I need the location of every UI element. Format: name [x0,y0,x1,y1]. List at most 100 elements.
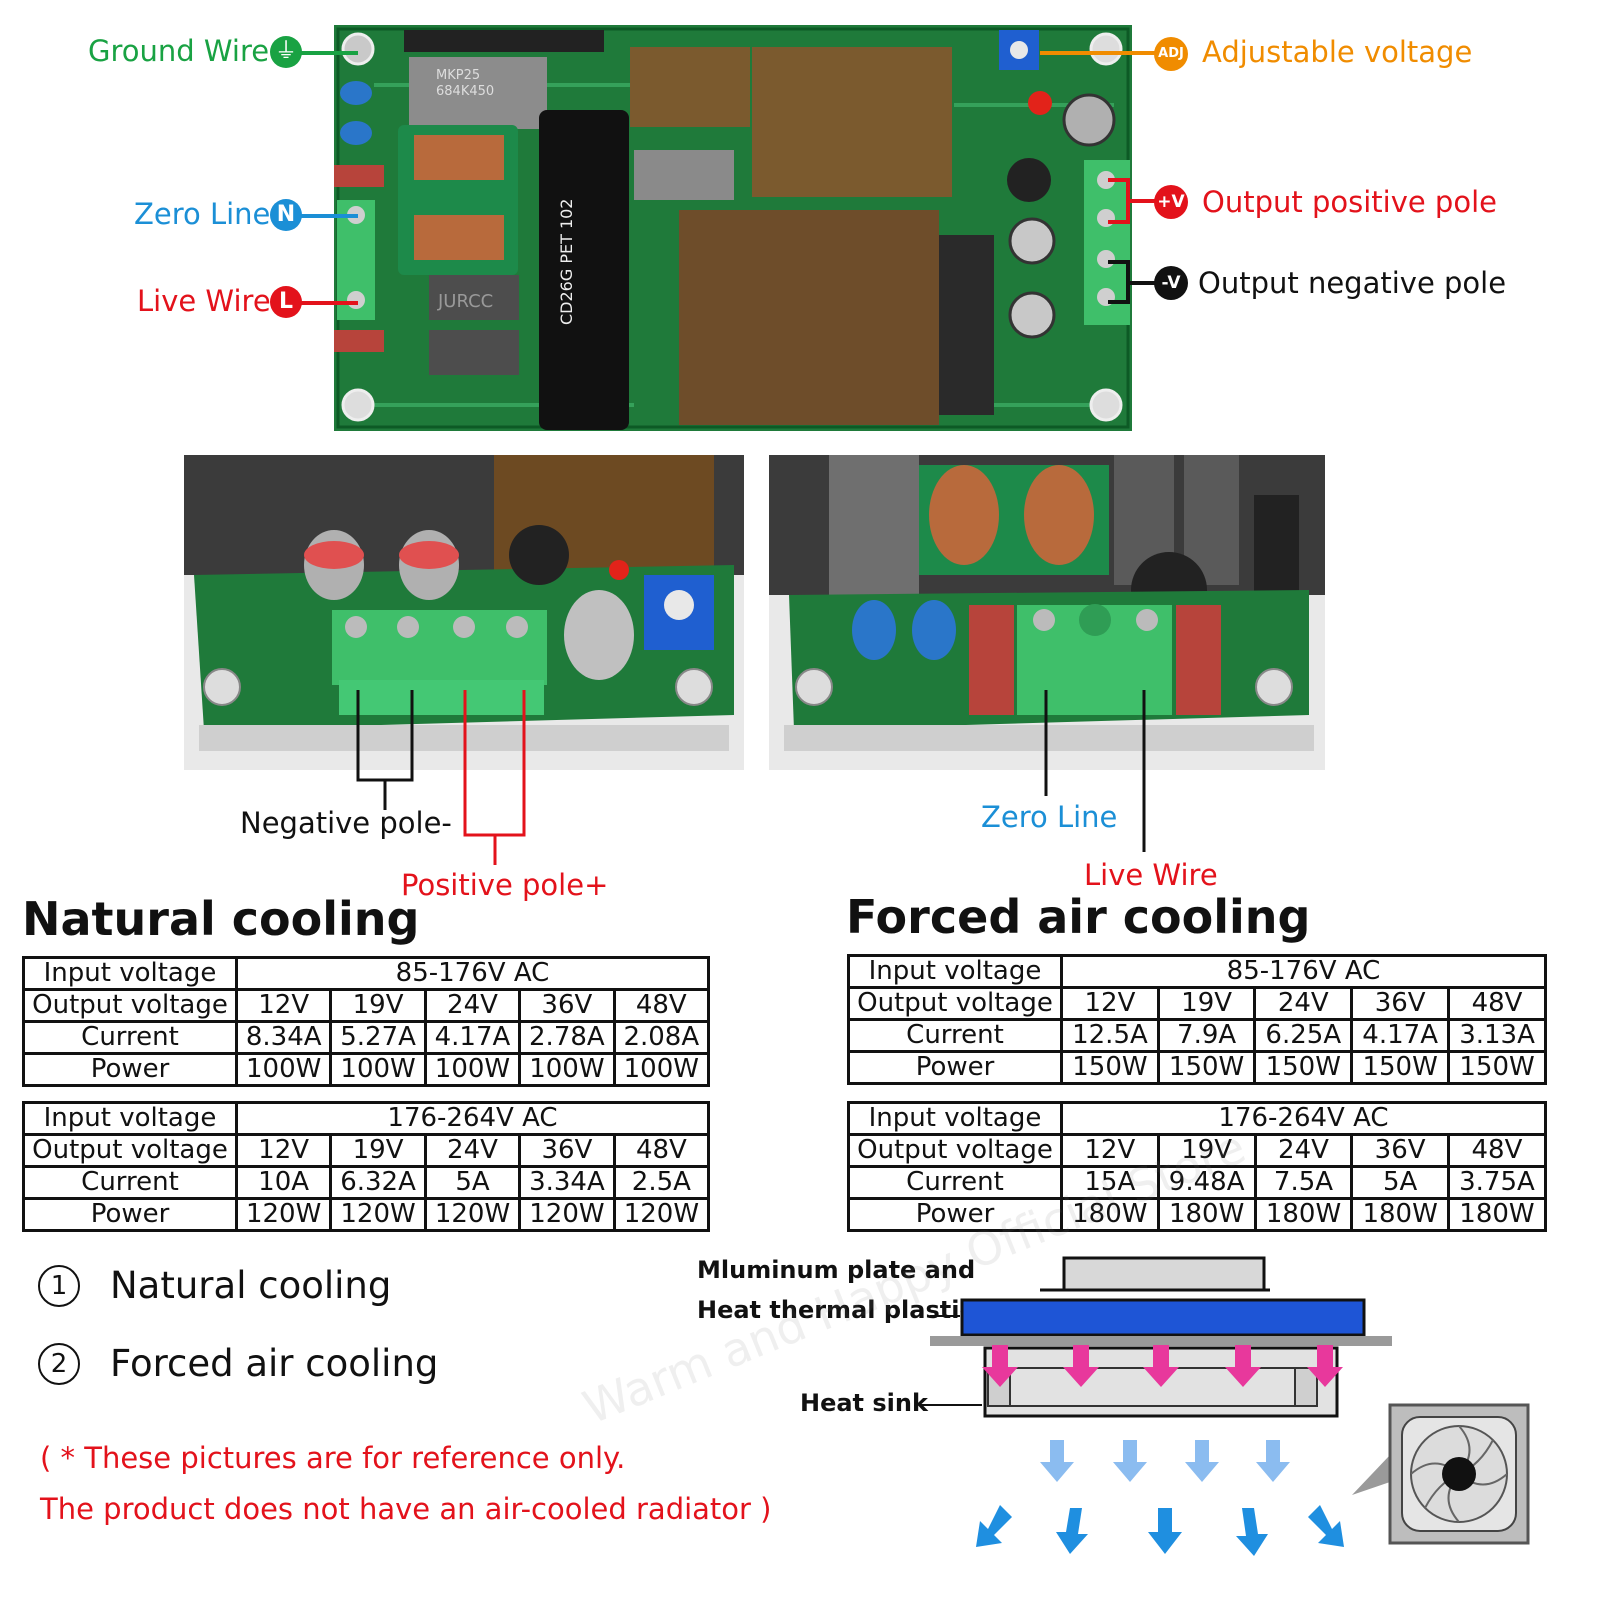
film-cap-label: MKP25 [436,68,480,83]
label-live-wire-mid: Live Wire [1084,858,1218,892]
input-voltage-label: Input voltage [847,954,1063,989]
legend-text-1: Natural cooling [110,1264,392,1307]
legend-natural-cooling: 1 Natural cooling [38,1264,391,1307]
power-cell: 100W [329,1052,427,1087]
current-cell: 4.17A [1350,1018,1451,1053]
circled-number-2: 2 [38,1342,80,1385]
note-line-2: The product does not have an air-cooled … [40,1492,772,1526]
natural-spec-table-2: Input voltage 176-264V AC Output voltage… [22,1101,711,1232]
power-cell: 150W [1350,1050,1451,1085]
voltage-cell: 19V [1156,1133,1257,1168]
label-output-positive: Output positive pole [1202,185,1497,219]
voltage-cell: 12V [234,1133,333,1168]
output-voltage-label: Output voltage [22,1133,238,1168]
power-cell: 120W [329,1197,427,1232]
natural-spec-table-1: Input voltage 85-176V AC Output voltage … [22,956,711,1087]
current-cell: 15A [1060,1165,1160,1200]
current-cell: 8.34A [234,1020,333,1055]
voltage-cell: 36V [1350,986,1451,1021]
current-label: Current [847,1018,1063,1053]
input-voltage-label: Input voltage [847,1101,1063,1136]
input-terminal-photo [769,455,1325,770]
power-cell: 100W [234,1052,333,1087]
power-cell: 100W [518,1052,616,1087]
power-label: Power [847,1197,1063,1232]
heatsink-label: Heat sink [800,1389,928,1417]
negative-v-icon: -V [1154,266,1188,300]
voltage-cell: 36V [518,1133,616,1168]
current-cell: 7.5A [1253,1165,1354,1200]
current-cell: 10A [234,1165,333,1200]
power-cell: 150W [1447,1050,1547,1085]
input-voltage-label: Input voltage [22,1101,238,1136]
current-cell: 2.08A [612,1020,711,1055]
film-cap-value: 684K450 [436,84,494,99]
voltage-cell: 24V [423,988,522,1023]
label-negative-pole: Negative pole- [240,806,452,840]
label-zero-line-top: Zero Line [134,197,271,231]
voltage-cell: 48V [612,1133,711,1168]
power-cell: 150W [1253,1050,1354,1085]
forced-spec-table-2: Input voltage 176-264V AC Output voltage… [847,1101,1548,1232]
plate-label-line2: Heat thermal plastic [697,1296,974,1324]
forced-cooling-title: Forced air cooling [846,890,1311,944]
power-cell: 180W [1156,1197,1257,1232]
top-pcb-photo: MKP25 684K450 JURCC CD26G PET 102 [334,25,1132,431]
current-cell: 5.27A [329,1020,427,1055]
voltage-cell: 24V [1253,1133,1354,1168]
power-label: Power [22,1052,238,1087]
inductor-label: JURCC [437,291,493,312]
power-cell: 180W [1253,1197,1354,1232]
voltage-cell: 24V [1253,986,1354,1021]
current-cell: 9.48A [1156,1165,1257,1200]
power-cell: 180W [1350,1197,1450,1232]
power-cell: 120W [234,1197,333,1232]
voltage-cell: 48V [612,988,711,1023]
legend-forced-cooling: 2 Forced air cooling [38,1342,438,1385]
output-voltage-label: Output voltage [22,988,238,1023]
power-label: Power [847,1050,1063,1085]
middle-callout-lines [356,690,1146,865]
current-label: Current [22,1165,238,1200]
forced-spec-table-1: Input voltage 85-176V AC Output voltage … [847,954,1547,1085]
voltage-cell: 19V [329,988,427,1023]
output-voltage-label: Output voltage [847,1133,1063,1168]
electrolytic-label: CD26G PET 102 [557,199,576,326]
current-cell: 3.13A [1447,1018,1547,1053]
power-cell: 120W [518,1197,616,1232]
plate-label-line1: Mluminum plate and [697,1256,976,1284]
voltage-cell: 12V [234,988,333,1023]
input-voltage-value: 85-176V AC [1060,954,1547,989]
output-voltage-label: Output voltage [847,986,1063,1021]
positive-v-icon: +V [1154,185,1188,219]
circled-number-1: 1 [38,1264,80,1307]
note-line-1: ( * These pictures are for reference onl… [40,1441,626,1475]
power-cell: 100W [423,1052,522,1087]
power-label: Power [22,1197,238,1232]
label-positive-pole: Positive pole+ [401,868,609,902]
pcb-board-illustration: MKP25 684K450 JURCC CD26G PET 102 [334,25,1132,431]
voltage-cell: 48V [1447,986,1547,1021]
voltage-cell: 48V [1446,1133,1548,1168]
top-callout-lines [300,51,1156,305]
current-cell: 5A [423,1165,522,1200]
voltage-cell: 36V [518,988,616,1023]
current-cell: 4.17A [423,1020,522,1055]
label-live-wire-top: Live Wire [137,284,271,318]
adj-icon: ADJ [1154,37,1188,71]
voltage-cell: 19V [329,1133,427,1168]
current-cell: 2.5A [612,1165,711,1200]
current-cell: 3.75A [1446,1165,1548,1200]
current-cell: 7.9A [1156,1018,1257,1053]
current-cell: 12.5A [1060,1018,1160,1053]
label-ground-wire: Ground Wire [88,34,270,68]
live-l-icon: L [270,286,302,318]
voltage-cell: 12V [1060,1133,1160,1168]
legend-text-2: Forced air cooling [110,1342,439,1385]
voltage-cell: 12V [1060,986,1160,1021]
power-cell: 150W [1156,1050,1257,1085]
heatsink-diagram [920,1256,1530,1556]
power-cell: 120W [612,1197,711,1232]
power-cell: 150W [1060,1050,1160,1085]
ground-icon: ⏚ [270,36,302,68]
